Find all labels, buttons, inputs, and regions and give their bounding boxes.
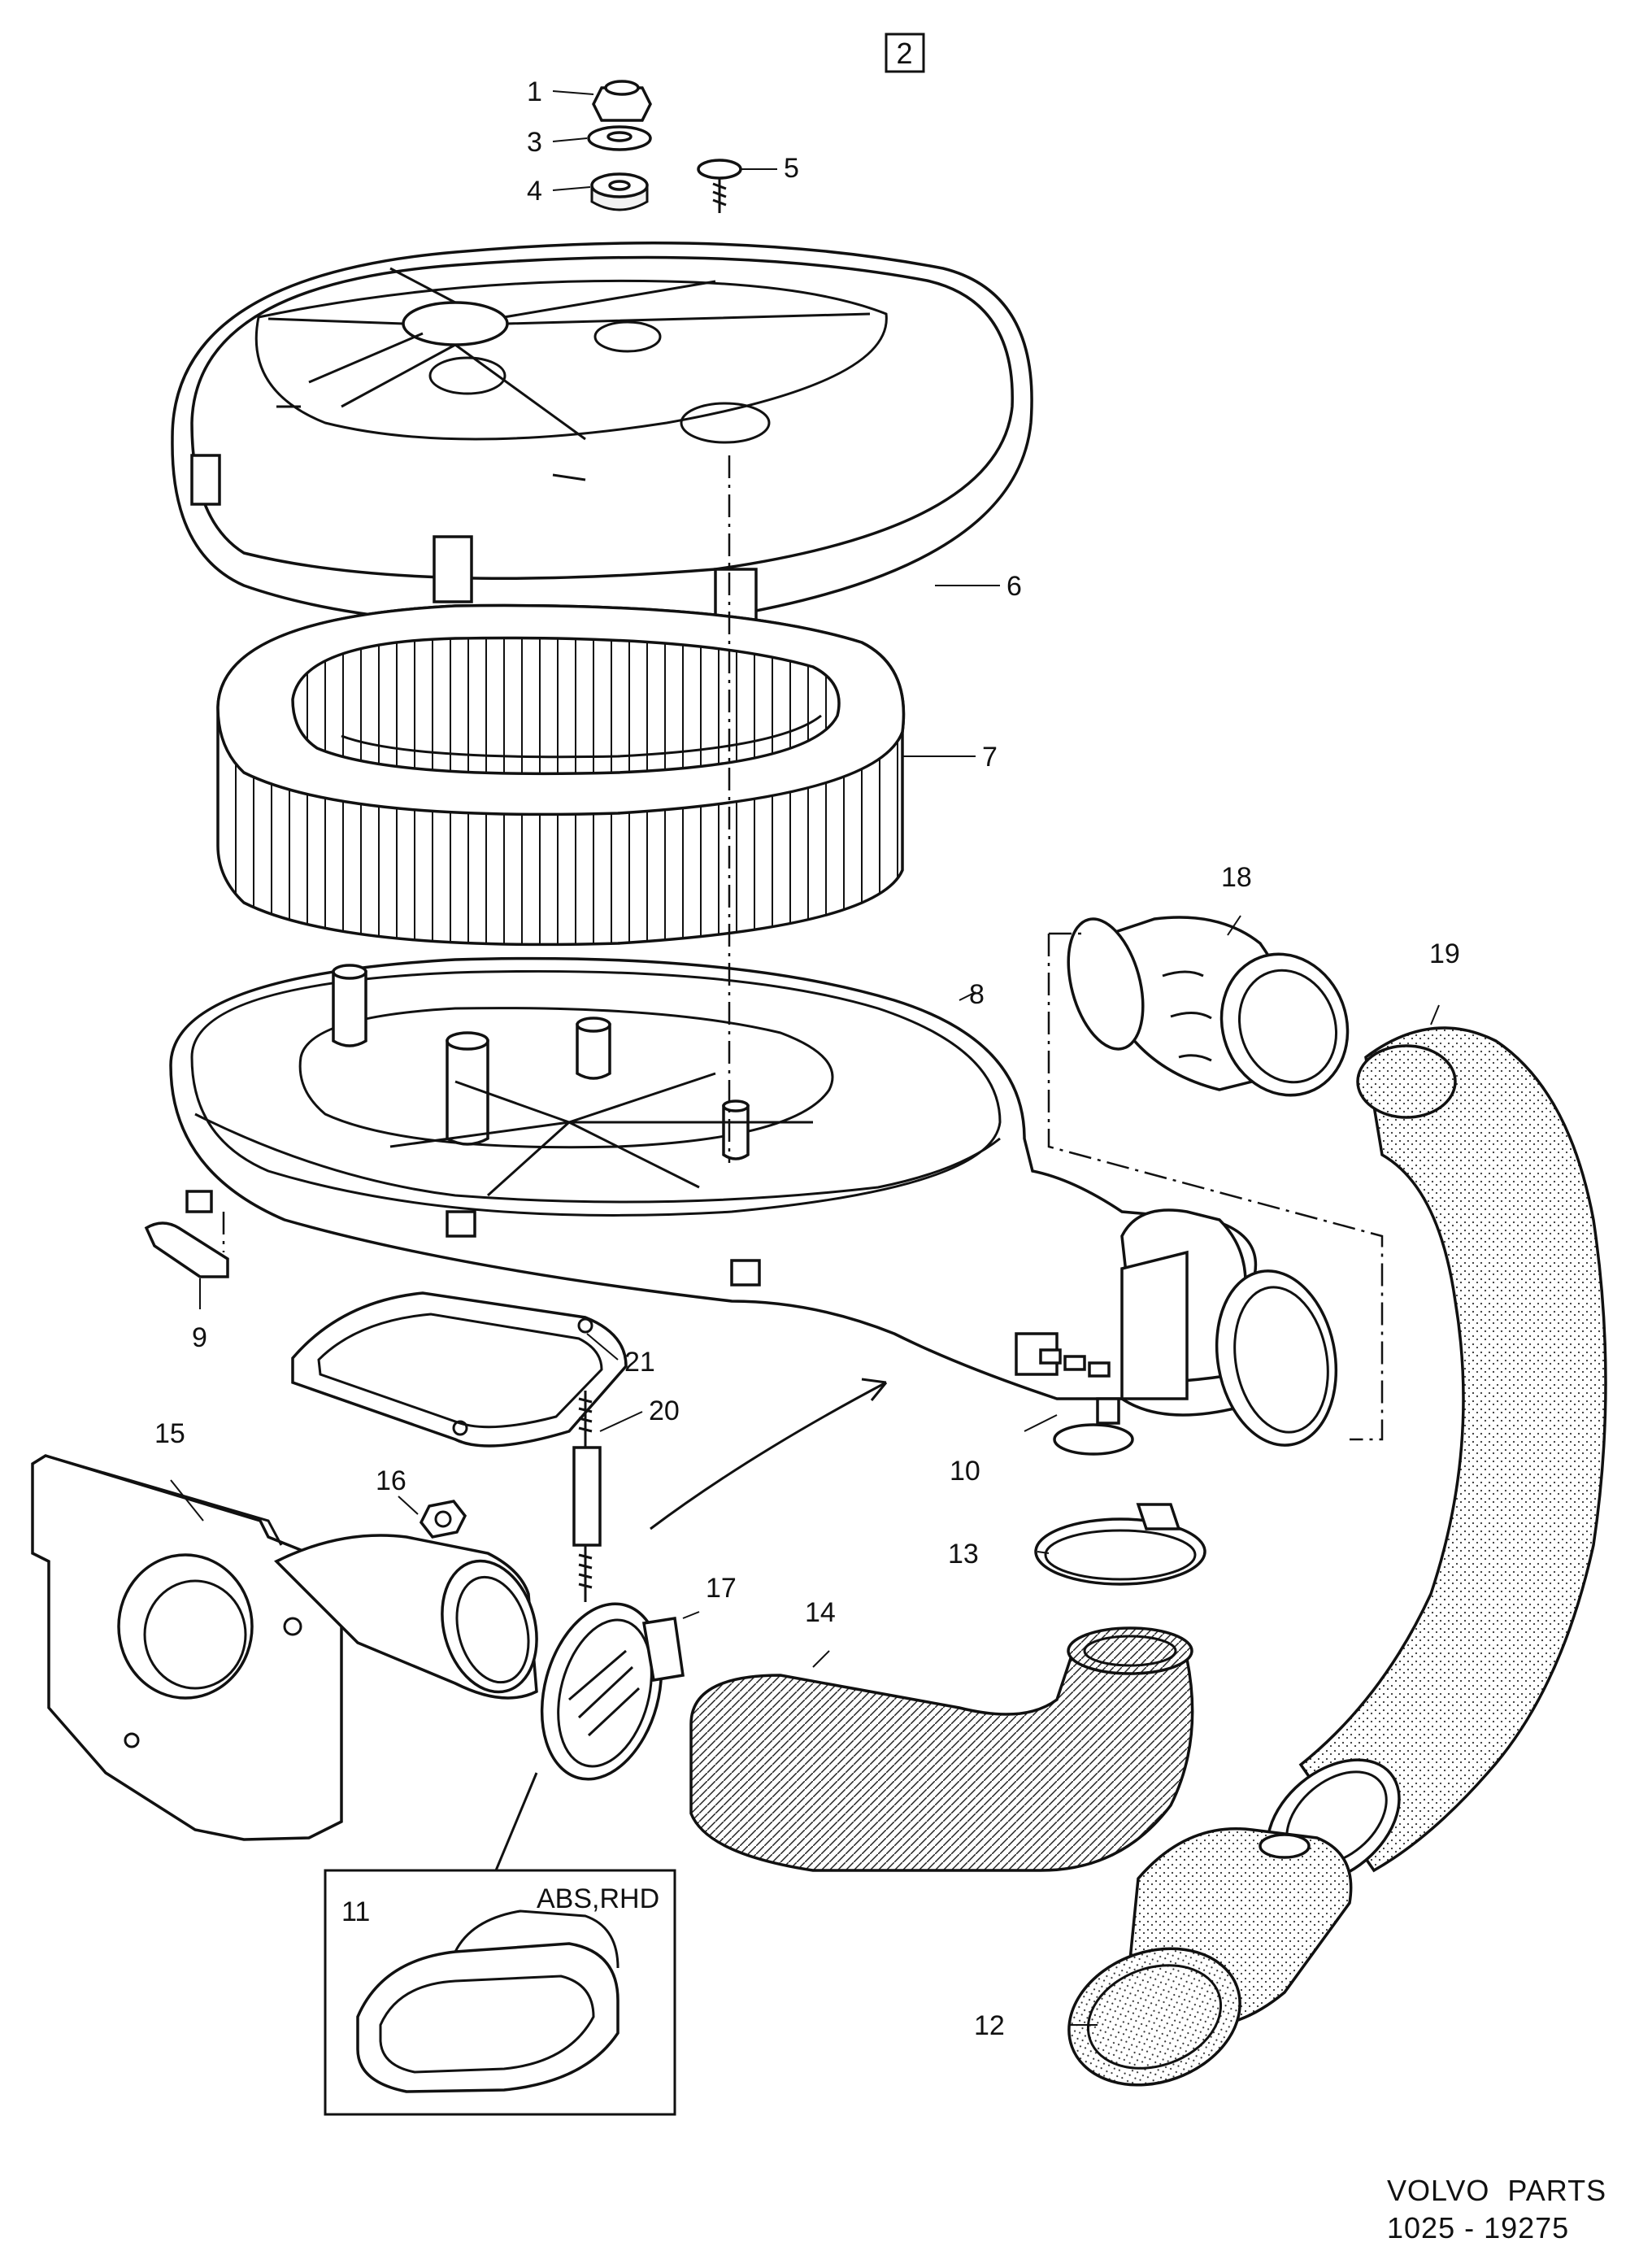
callout-10: 10 <box>950 1456 980 1487</box>
callout-21: 21 <box>624 1347 655 1378</box>
inset-box <box>324 1772 676 2116</box>
callout-17: 17 <box>706 1573 737 1604</box>
callout-19: 19 <box>1429 938 1460 969</box>
callout-8: 8 <box>969 979 985 1010</box>
callout-4: 4 <box>527 176 542 207</box>
assembly-direction-arrow <box>650 1381 887 1530</box>
nut-part <box>592 80 652 122</box>
callout-12: 12 <box>974 2010 1005 2041</box>
callout-9: 9 <box>192 1322 207 1353</box>
screw-part <box>697 159 742 213</box>
ribbed-hose-14 <box>689 1626 1194 1872</box>
callout-1: 1 <box>527 76 542 107</box>
hose-clamp-17 <box>540 1602 685 1781</box>
arrowhead <box>861 1378 888 1401</box>
air-cleaner-cover <box>171 242 1033 628</box>
callout-18: 18 <box>1221 862 1252 893</box>
inset-part-number: 11 <box>341 1896 370 1927</box>
callout-13: 13 <box>948 1539 979 1570</box>
callout-5: 5 <box>784 153 799 184</box>
callout-20: 20 <box>649 1395 680 1426</box>
hose-clamp-13 <box>1034 1503 1206 1586</box>
callout-15: 15 <box>154 1418 185 1449</box>
leader-lines <box>170 90 1440 2026</box>
flexible-hose-19 <box>1266 1026 1607 1885</box>
callout-3: 3 <box>527 127 542 158</box>
footer-reference: 1025 - 19275 <box>1387 2211 1569 2244</box>
svg-text:2: 2 <box>896 37 913 70</box>
callout-7: 7 <box>982 742 998 773</box>
air-filter-element <box>216 603 906 947</box>
callout-14: 14 <box>805 1597 836 1628</box>
stud-part <box>572 1391 602 1602</box>
intake-sleeve-12 <box>1067 1827 1353 2087</box>
inset-variant-label: ABS,RHD <box>537 1883 659 1914</box>
callout-16: 16 <box>376 1465 406 1496</box>
footer-brand: VOLVO PARTS <box>1387 2174 1606 2207</box>
assembly-guide-line <box>1047 934 1384 1441</box>
page-box-label: 2 <box>885 33 925 73</box>
spring-clip-part <box>144 1221 229 1278</box>
connector-sleeve-18 <box>1067 916 1350 1097</box>
air-cleaner-housing <box>169 956 1338 1456</box>
callout-6: 6 <box>1006 571 1022 602</box>
flange-nut-part <box>419 1500 467 1539</box>
heat-shield-bracket <box>31 1454 538 1841</box>
washer-part <box>587 125 652 151</box>
gasket-part <box>291 1291 628 1448</box>
grommet-part <box>590 172 649 211</box>
